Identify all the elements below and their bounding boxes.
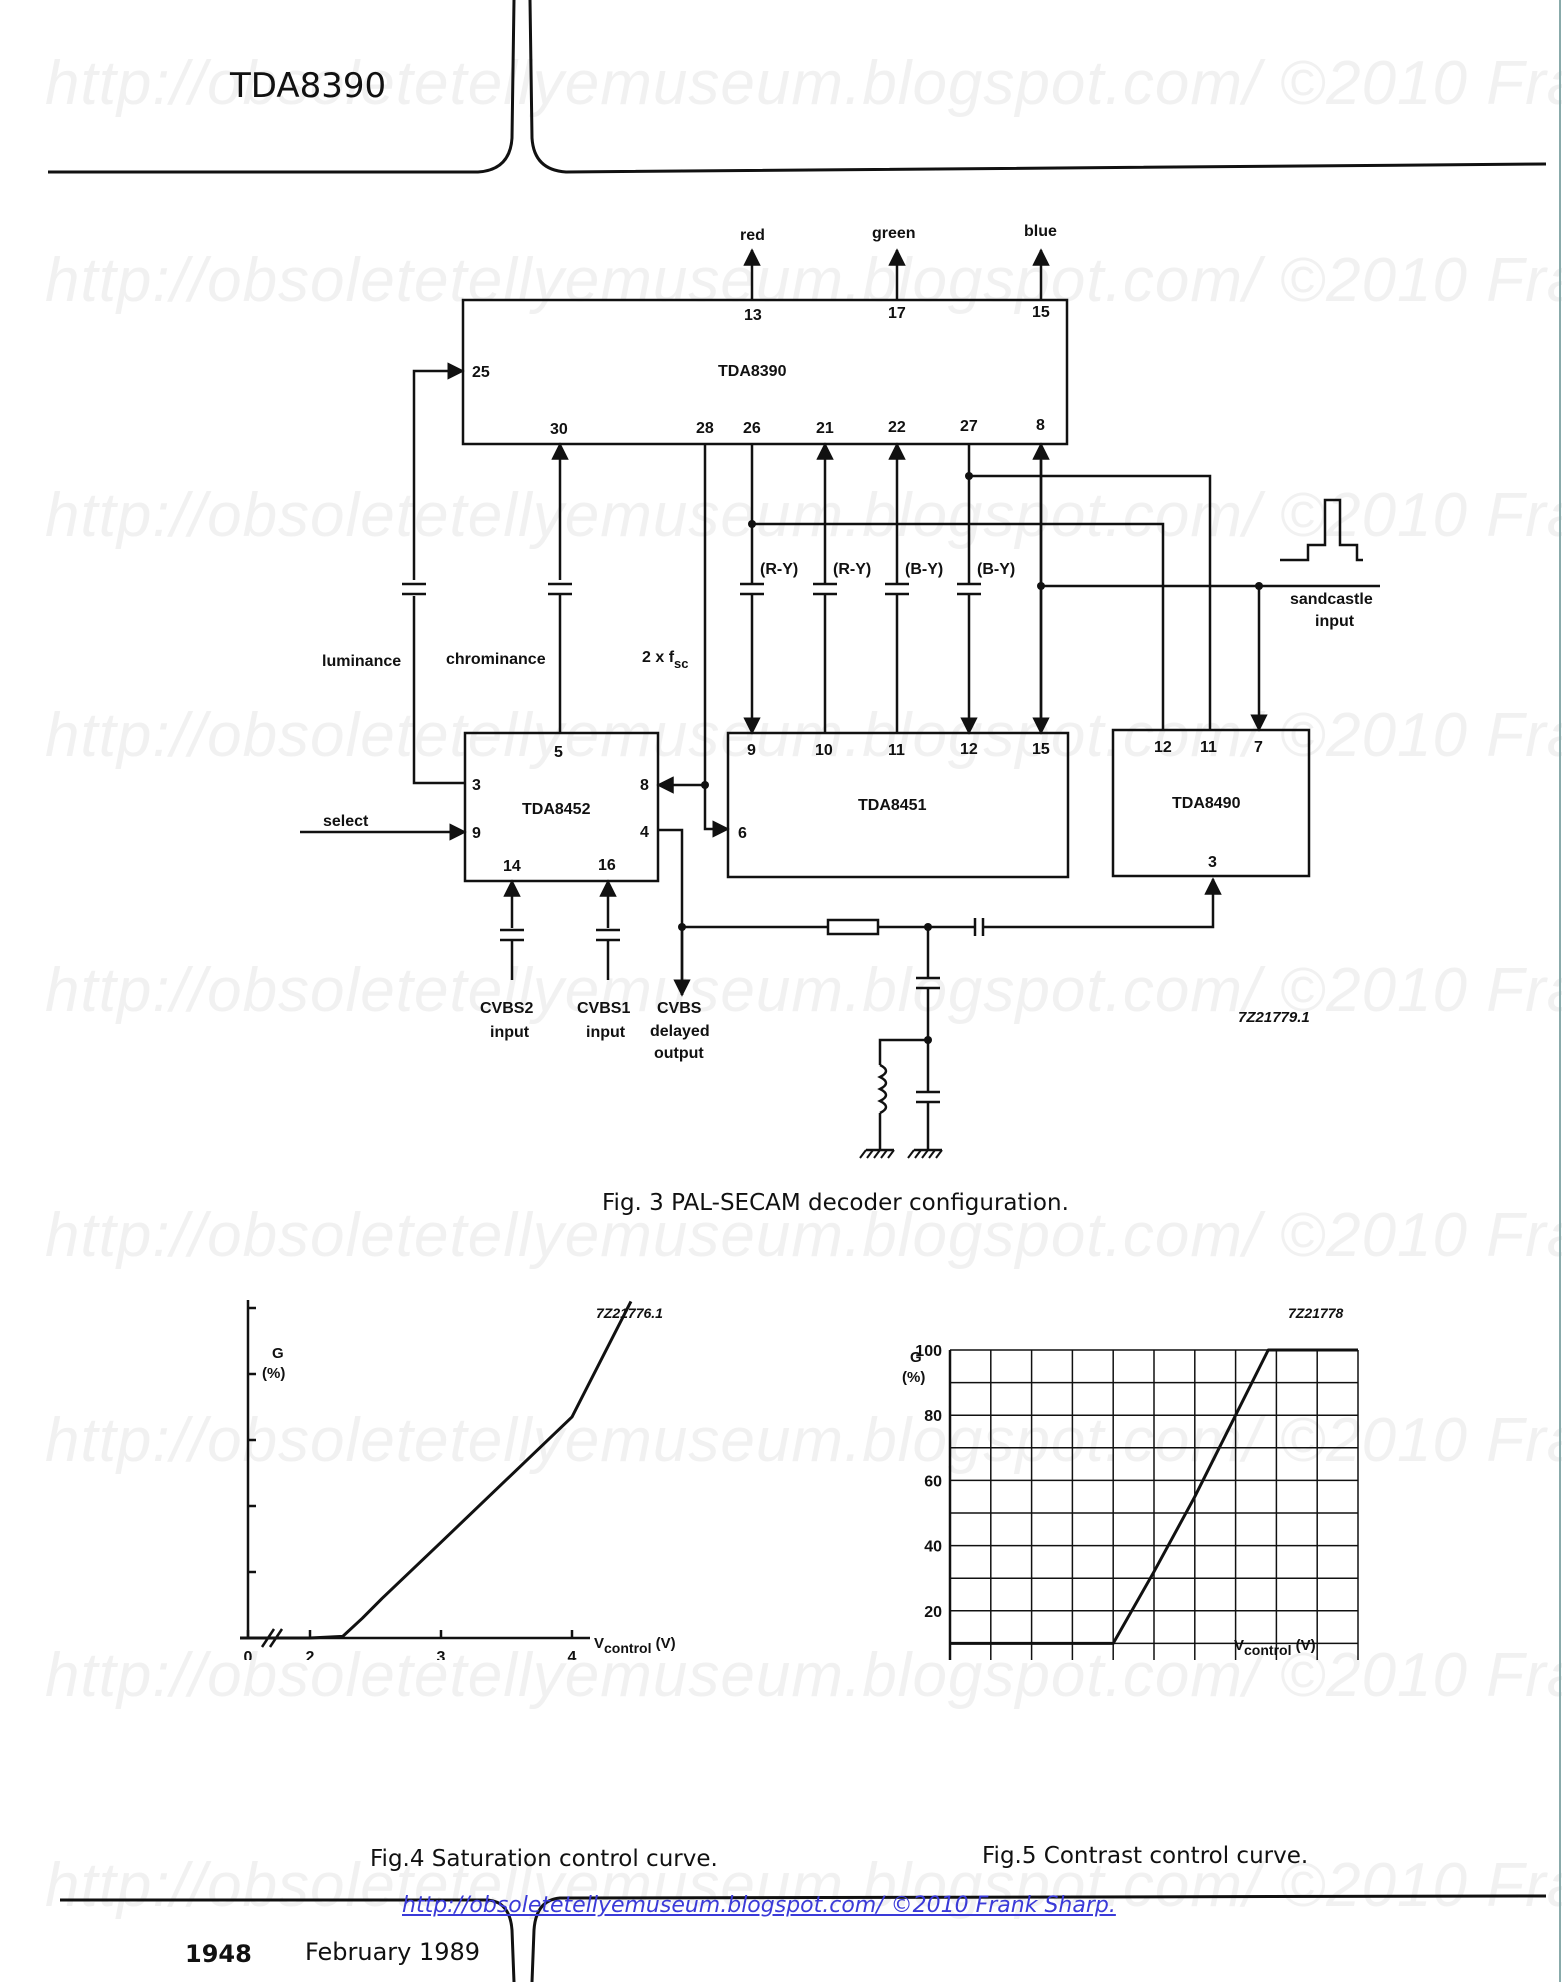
fig5-caption: Fig.5 Contrast control curve. [982, 1843, 1309, 1869]
fsc-label: 2 x fsc [642, 649, 688, 671]
saturation-curve [240, 1300, 633, 1640]
y-axis-unit: (%) [902, 1369, 925, 1386]
pin-label: 4 [640, 824, 649, 841]
chrominance-label: chrominance [446, 651, 546, 668]
saturation-chart: 0204060801000234 G (%) 7Z21776.1 Vcontro… [240, 1300, 676, 1660]
watermark: http://obsoletetellyemuseum.blogspot.com… [45, 956, 1562, 1025]
y-tick-label: 60 [924, 1473, 942, 1490]
x-axis-label: Vcontrol (V) [594, 1635, 676, 1656]
y-tick-label: 20 [924, 1604, 942, 1621]
y-tick-label: 40 [924, 1539, 942, 1556]
watermark: http://obsoletetellyemuseum.blogspot.com… [45, 49, 1562, 118]
output-blue-label: blue [1024, 223, 1057, 240]
y-axis-label: G [272, 1345, 284, 1362]
ry-label: (R-Y) [833, 561, 871, 578]
watermark: http://obsoletetellyemuseum.blogspot.com… [45, 1406, 1562, 1475]
pin-label: 21 [816, 420, 834, 437]
watermark: http://obsoletetellyemuseum.blogspot.com… [45, 1851, 1562, 1920]
tda8490-name: TDA8490 [1172, 795, 1241, 812]
contrast-curve [950, 1348, 1358, 1645]
figure-code: 7Z21776.1 [596, 1305, 663, 1321]
sandcastle-label: sandcastle [1290, 591, 1373, 608]
x-tick-label: 3 [437, 1649, 446, 1660]
pin-label: 8 [1036, 417, 1045, 434]
cvbs-delayed-label: delayed [650, 1023, 710, 1040]
pin-label: 9 [747, 742, 756, 759]
x-axis-label: Vcontrol (V) [1234, 1637, 1316, 1658]
publication-date: February 1989 [305, 1938, 481, 1966]
pin-label: 9 [472, 825, 481, 842]
luminance-label: luminance [322, 653, 401, 670]
x-tick-label: 0 [244, 1649, 253, 1660]
x-tick-label: 2 [306, 1649, 315, 1660]
pin-label: 13 [744, 307, 762, 324]
y-axis-label: G [910, 1349, 922, 1366]
footer-link[interactable]: http://obsoletetellyemuseum.blogspot.com… [402, 1893, 1116, 1918]
fig3-caption: Fig. 3 PAL-SECAM decoder configuration. [602, 1190, 1069, 1216]
cvbs2-label: input [490, 1024, 530, 1041]
pin-label: 15 [1032, 741, 1050, 758]
pin-label: 30 [550, 421, 568, 438]
page-number: 1948 [185, 1940, 252, 1968]
by-label: (B-Y) [977, 561, 1015, 578]
pin-label: 22 [888, 419, 906, 436]
pin-label: 12 [960, 741, 978, 758]
y-tick-label: 100 [915, 1343, 942, 1360]
watermark: http://obsoletetellyemuseum.blogspot.com… [45, 1641, 1562, 1710]
pin-label: 5 [554, 744, 563, 761]
pin-label: 25 [472, 364, 490, 381]
pin-label: 28 [696, 420, 714, 437]
tda8390-name: TDA8390 [718, 363, 787, 380]
cvbs1-label: CVBS1 [577, 1000, 630, 1017]
cvbs-delayed-label: CVBS [657, 1000, 702, 1017]
pin-label: 10 [815, 742, 833, 759]
sandcastle-label: input [1315, 613, 1355, 630]
pin-label: 26 [743, 420, 761, 437]
tda8451-name: TDA8451 [858, 797, 927, 814]
x-tick-label: 4 [568, 1649, 577, 1660]
figure-code: 7Z21779.1 [1238, 1009, 1310, 1026]
ry-label: (R-Y) [760, 561, 798, 578]
y-tick-label: 80 [924, 1408, 942, 1425]
pin-label: 6 [738, 825, 747, 842]
pin-label: 27 [960, 418, 978, 435]
pin-label: 16 [598, 857, 616, 874]
cvbs2-label: CVBS2 [480, 1000, 533, 1017]
tda8452-name: TDA8452 [522, 801, 591, 818]
pin-label: 7 [1254, 739, 1263, 756]
by-label: (B-Y) [905, 561, 943, 578]
figure-code: 7Z21778 [1288, 1305, 1343, 1321]
cvbs1-label: input [586, 1024, 626, 1041]
tda8452-chip [463, 731, 660, 883]
cvbs-delayed-label: output [654, 1045, 704, 1062]
y-axis-unit: (%) [262, 1365, 285, 1382]
pin-label: 11 [888, 742, 905, 759]
pin-label: 3 [1208, 854, 1217, 871]
pin-label: 11 [1200, 739, 1217, 756]
watermark: http://obsoletetellyemuseum.blogspot.com… [45, 1201, 1562, 1270]
pin-label: 8 [640, 777, 649, 794]
page-header-title: TDA8390 [230, 66, 387, 106]
select-label: select [323, 813, 369, 830]
watermark: http://obsoletetellyemuseum.blogspot.com… [45, 246, 1562, 315]
fig4-caption: Fig.4 Saturation control curve. [370, 1846, 718, 1872]
output-green-label: green [872, 225, 916, 242]
pin-label: 14 [503, 858, 521, 875]
output-red-label: red [740, 227, 765, 244]
pal-secam-decoder-diagram: red green blue TDA8390 13 17 15 25 30 28… [300, 223, 1380, 1159]
pin-label: 12 [1154, 739, 1172, 756]
pin-label: 3 [472, 777, 481, 794]
pin-label: 17 [888, 305, 906, 322]
contrast-chart: 020406080100012345 G (%) 7Z21778 Vcontro… [902, 1305, 1359, 1660]
watermark: http://obsoletetellyemuseum.blogspot.com… [45, 481, 1562, 550]
pin-label: 15 [1032, 304, 1050, 321]
